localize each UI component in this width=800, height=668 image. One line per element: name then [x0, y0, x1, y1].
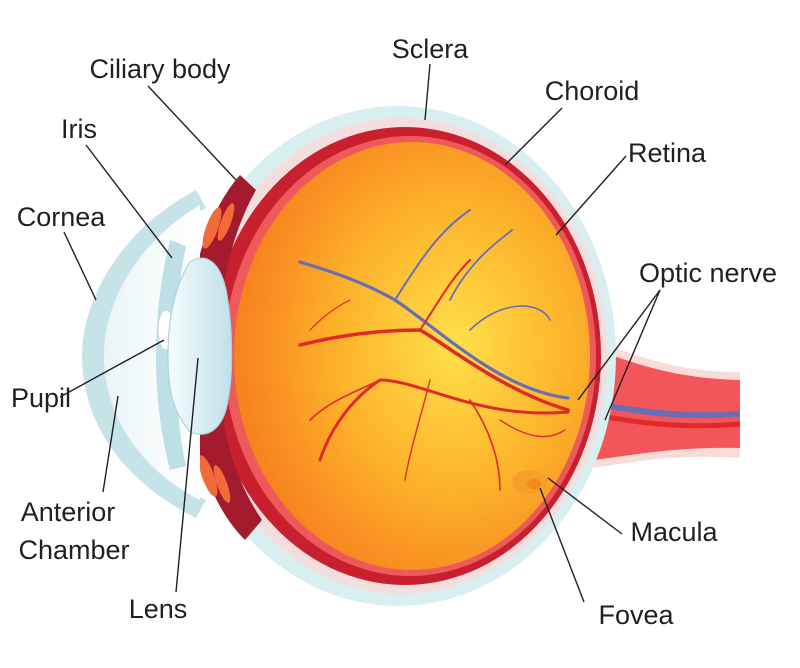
fovea	[527, 479, 541, 489]
ciliary-body-leader	[147, 85, 237, 181]
label-lens: Lens	[129, 594, 188, 624]
label-macula: Macula	[630, 517, 718, 547]
label-anterior-chamber-line1: Anterior	[21, 497, 116, 527]
retinal-blood-vessels	[298, 209, 570, 491]
label-fovea: Fovea	[598, 600, 674, 630]
label-sclera: Sclera	[392, 34, 470, 64]
vitreous-body	[234, 142, 590, 570]
label-iris: Iris	[61, 114, 97, 144]
leader-lines	[59, 63, 661, 603]
ciliary-muscle-fibers	[198, 203, 235, 503]
cornea	[82, 190, 206, 518]
optic-nerve-leader-2	[577, 289, 661, 401]
label-pupil: Pupil	[11, 383, 71, 413]
label-optic-nerve: Optic nerve	[639, 258, 777, 288]
cornea-leader	[63, 231, 97, 301]
lens	[167, 257, 233, 435]
label-choroid: Choroid	[545, 76, 640, 106]
sclera-leader	[424, 63, 431, 121]
label-retina: Retina	[628, 138, 707, 168]
iris-leader	[85, 144, 173, 259]
choroid-leader	[504, 107, 563, 166]
retina-leader	[555, 155, 627, 236]
label-cornea: Cornea	[17, 202, 107, 232]
lens-leader	[175, 357, 199, 593]
optic-nerve-leader-1	[604, 289, 661, 421]
anterior-chamber-leader	[102, 395, 119, 493]
pupil-leader	[59, 339, 165, 398]
label-ciliary-body: Ciliary body	[89, 54, 231, 84]
label-anterior-chamber-line2: Chamber	[18, 535, 129, 565]
macula-leader	[547, 477, 623, 535]
fovea-leader	[539, 487, 585, 603]
